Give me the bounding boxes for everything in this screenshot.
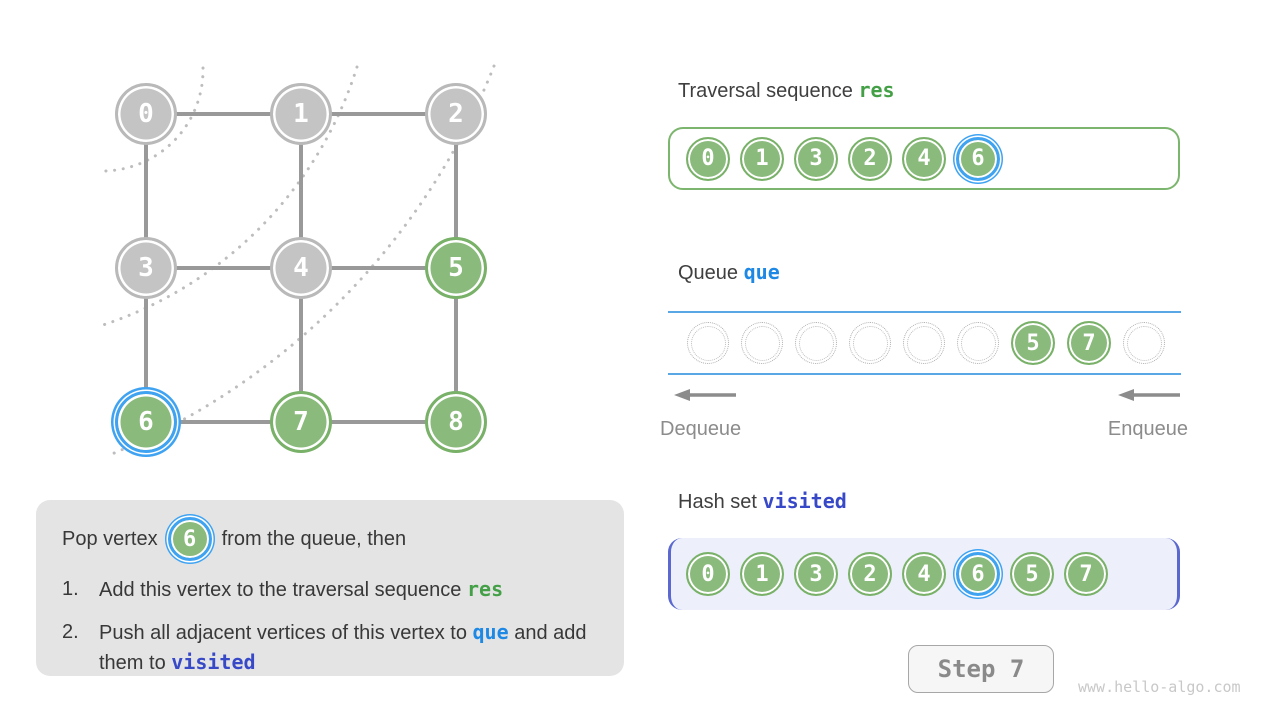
instruction-list: 1. Add this vertex to the traversal seque… bbox=[62, 575, 598, 678]
vertex-circle-5: 5 bbox=[1011, 321, 1055, 365]
watermark: www.hello-algo.com bbox=[1078, 678, 1241, 696]
vertex-circle-6: 6 bbox=[956, 136, 1000, 181]
text-segment: Pop vertex bbox=[62, 527, 158, 550]
graph-vertex-0: 0 bbox=[115, 83, 177, 145]
text-segment: from the queue, then bbox=[221, 527, 407, 550]
vertex-circle-0: 0 bbox=[686, 136, 730, 181]
code-token-visited: visited bbox=[171, 650, 256, 674]
empty-slot-circle bbox=[795, 322, 837, 364]
graph-vertex-4: 4 bbox=[270, 237, 332, 299]
dequeue-arrow-icon bbox=[674, 388, 736, 402]
instruction-item-number: 1. bbox=[62, 578, 79, 600]
dequeue-label: Dequeue bbox=[660, 418, 742, 440]
hashset-code-visited: visited bbox=[762, 489, 847, 513]
vertex-circle-0: 0 bbox=[686, 552, 730, 596]
vertex-circle-4: 4 bbox=[902, 136, 946, 181]
graph-vertex-5: 5 bbox=[425, 237, 487, 299]
vertex-circle-3: 3 bbox=[794, 136, 838, 181]
instruction-item-number: 2. bbox=[62, 621, 79, 643]
step-button[interactable]: Step 7 bbox=[908, 645, 1054, 693]
vertex-circle-5: 5 bbox=[1010, 552, 1054, 596]
traversal-code-res: res bbox=[858, 78, 895, 102]
instruction-panel: Pop vertex 6 from the queue, then 1. Add th… bbox=[36, 500, 624, 676]
vertex-circle-7: 7 bbox=[1064, 552, 1108, 596]
instruction-item: 1. Add this vertex to the traversal seque… bbox=[62, 575, 598, 605]
graph-vertex-8: 8 bbox=[425, 391, 487, 453]
traversal-title-text: Traversal sequence bbox=[678, 80, 853, 102]
empty-slot-circle bbox=[849, 322, 891, 364]
queue-title: Queue que bbox=[678, 260, 780, 285]
vertex-circle-6: 6 bbox=[956, 552, 1000, 596]
vertex-circle-2: 2 bbox=[848, 136, 892, 181]
hashset-title: Hash set visited bbox=[678, 489, 847, 514]
instruction-intro: Pop vertex 6 from the queue, then bbox=[62, 516, 598, 562]
instruction-item: 2. Push all adjacent vertices of this ver… bbox=[62, 618, 598, 678]
vertex-circle-1: 1 bbox=[740, 552, 784, 596]
graph-vertex-3: 3 bbox=[115, 237, 177, 299]
enqueue-label: Enqueue bbox=[1107, 418, 1188, 440]
queue-title-text: Queue bbox=[678, 262, 739, 284]
traversal-title: Traversal sequence res bbox=[678, 78, 895, 103]
bfs-graph: 0 1 2 3 4 5 6 7 8 bbox=[0, 0, 640, 500]
empty-slot-circle bbox=[741, 322, 783, 364]
enqueue-arrow-icon bbox=[1118, 388, 1180, 402]
empty-slot-circle bbox=[903, 322, 945, 364]
graph-vertex-7: 7 bbox=[270, 391, 332, 453]
text-segment: Push all adjacent vertices of this verte… bbox=[99, 622, 473, 644]
vertex-circle-6: 6 bbox=[167, 517, 212, 561]
vertex-circle-7: 7 bbox=[1067, 321, 1111, 365]
vertex-circle-4: 4 bbox=[902, 552, 946, 596]
empty-slot-circle bbox=[687, 322, 729, 364]
code-token-que: que bbox=[472, 620, 509, 644]
graph-vertex-1: 1 bbox=[270, 83, 332, 145]
vertex-circle-3: 3 bbox=[794, 552, 838, 596]
graph-vertex-6: 6 bbox=[115, 391, 177, 453]
text-segment: Add this vertex to the traversal sequenc… bbox=[99, 579, 467, 601]
code-token-res: res bbox=[466, 577, 504, 601]
queue-code-que: que bbox=[743, 260, 780, 284]
empty-slot-circle bbox=[957, 322, 999, 364]
vertex-circle-2: 2 bbox=[848, 552, 892, 596]
text-segment: and add them to bbox=[99, 622, 593, 674]
hashset-title-text: Hash set bbox=[678, 491, 757, 513]
empty-slot-circle bbox=[1123, 322, 1165, 364]
graph-vertex-2: 2 bbox=[425, 83, 487, 145]
vertex-circle-1: 1 bbox=[740, 136, 784, 181]
